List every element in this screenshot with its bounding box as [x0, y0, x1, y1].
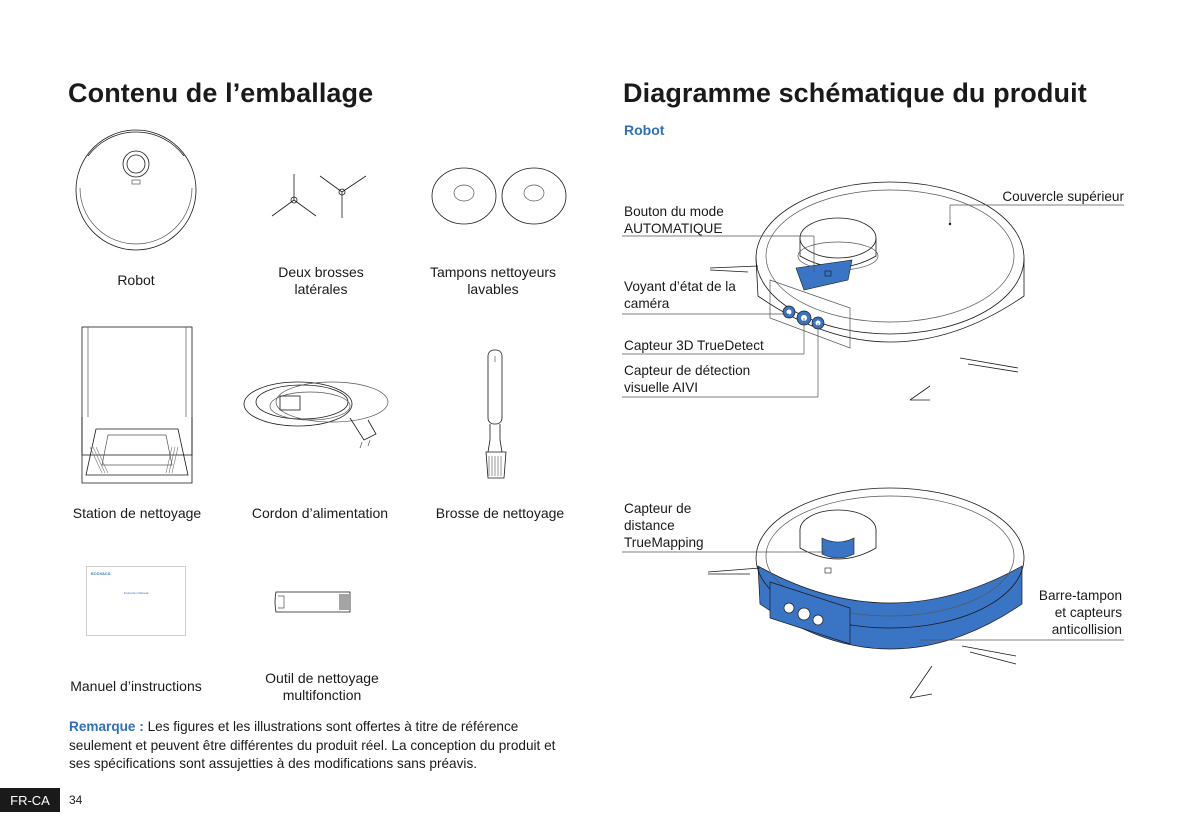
- robot-diagram-top: [622, 181, 1124, 401]
- callout-camera-status-light: Voyant d’état de la caméra: [624, 279, 736, 311]
- note-label: Remarque :: [69, 719, 144, 734]
- caption-multifunction-tool: Outil de nettoyage multifonction: [265, 670, 379, 703]
- page-number: 34: [69, 793, 83, 807]
- callout-auto-mode-button: Bouton du mode AUTOMATIQUE: [624, 204, 724, 236]
- mop-pads-icon: [431, 167, 567, 225]
- page-title-contents: Contenu de l’emballage: [68, 78, 374, 108]
- cleaning-brush-icon: [485, 349, 507, 479]
- caption-robot: Robot: [117, 272, 155, 288]
- robot-icon: [75, 129, 197, 251]
- disclaimer-note: Remarque : Les figures et les illustrati…: [69, 718, 569, 774]
- caption-cleaning-station: Station de nettoyage: [72, 505, 202, 521]
- callout-top-cover: Couvercle supérieur: [1002, 189, 1124, 204]
- caption-cleaning-brush: Brosse de nettoyage: [435, 505, 565, 521]
- multifunction-tool-icon: [274, 591, 351, 613]
- cleaning-station-icon: [81, 326, 193, 484]
- caption-side-brushes: Deux brosses latérales: [278, 264, 364, 297]
- manual-brand-logo: ECOVACS: [91, 571, 111, 576]
- page-title-diagram: Diagramme schématique du produit: [623, 78, 1087, 108]
- note-text: Les figures et les illustrations sont of…: [69, 719, 556, 771]
- instruction-manual-icon: ECOVACS Instruction Manual: [86, 566, 186, 636]
- language-badge: FR-CA: [0, 788, 60, 812]
- section-subtitle-robot: Robot: [624, 122, 665, 138]
- callout-aivi-sensor: Capteur de détection visuelle AIVI: [624, 363, 751, 395]
- power-cord-icon: [243, 381, 389, 449]
- caption-mop-pads: Tampons nettoyeurs lavables: [429, 264, 557, 297]
- side-brushes-icon: [271, 174, 367, 218]
- manual-cover-title: Instruction Manual: [123, 591, 149, 595]
- robot-diagram-bottom: [622, 487, 1124, 699]
- callout-truemapping-sensor: Capteur de distance TrueMapping: [624, 501, 704, 550]
- caption-power-cord: Cordon d’alimentation: [251, 505, 389, 521]
- callout-truedetect-sensor: Capteur 3D TrueDetect: [624, 338, 764, 353]
- callout-bumper-sensors: Barre-tampon et capteurs anticollision: [1038, 588, 1122, 637]
- caption-instruction-manual: Manuel d’instructions: [70, 678, 202, 694]
